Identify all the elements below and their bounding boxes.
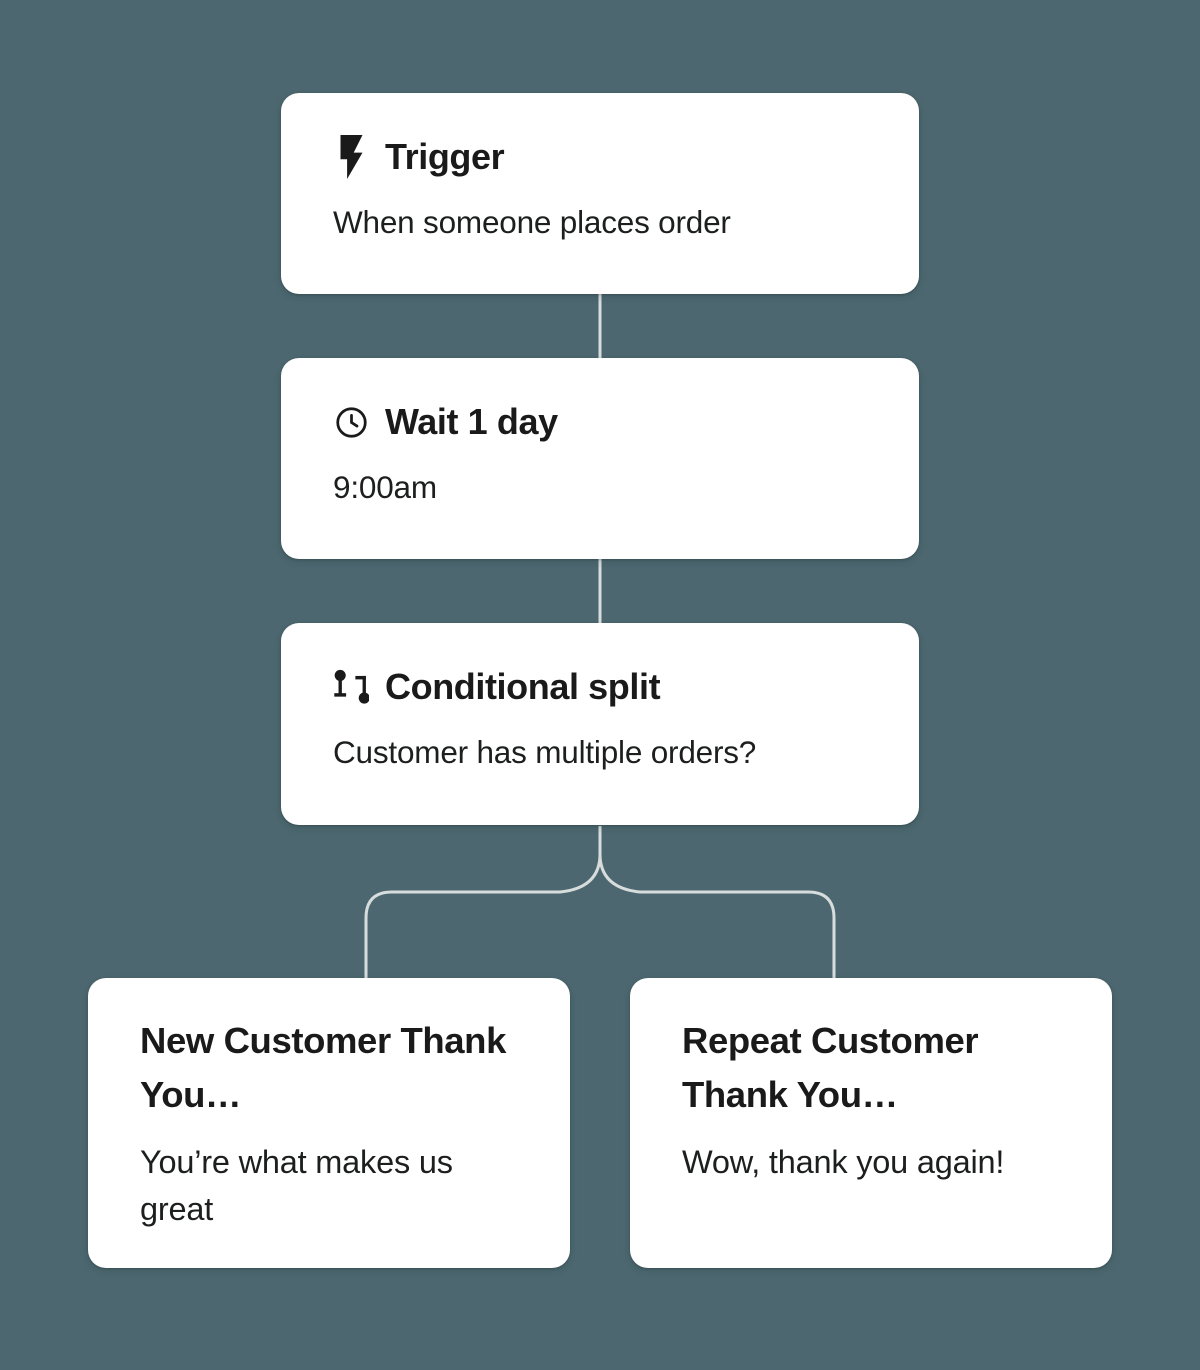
lightning-bolt-icon — [333, 132, 369, 182]
split-icon — [333, 662, 369, 712]
conditional-split-node-title: Conditional split — [385, 666, 661, 707]
new-customer-email-node[interactable]: New Customer Thank You… You’re what make… — [88, 978, 570, 1268]
conditional-split-node-header: Conditional split — [333, 665, 867, 709]
conditional-split-node-subtitle: Customer has multiple orders? — [333, 734, 757, 770]
wait-node-header: Wait 1 day — [333, 400, 867, 444]
connector-split-left-branch — [364, 826, 602, 978]
new-customer-email-title: New Customer Thank You… — [140, 1020, 506, 1115]
repeat-customer-email-node[interactable]: Repeat Customer Thank You… Wow, thank yo… — [630, 978, 1112, 1268]
wait-node-title: Wait 1 day — [385, 401, 558, 442]
clock-icon — [333, 397, 369, 447]
trigger-node-subtitle: When someone places order — [333, 204, 731, 240]
wait-node-subtitle: 9:00am — [333, 469, 437, 505]
repeat-customer-email-title: Repeat Customer Thank You… — [682, 1020, 979, 1115]
trigger-node-title: Trigger — [385, 136, 505, 177]
repeat-customer-email-subtitle: Wow, thank you again! — [682, 1144, 1005, 1180]
connector-split-right-branch — [598, 826, 836, 978]
trigger-node[interactable]: Trigger When someone places order — [281, 93, 919, 294]
wait-node[interactable]: Wait 1 day 9:00am — [281, 358, 919, 559]
conditional-split-node[interactable]: Conditional split Customer has multiple … — [281, 623, 919, 825]
trigger-node-header: Trigger — [333, 135, 867, 179]
new-customer-email-subtitle: You’re what makes us great — [140, 1144, 453, 1227]
